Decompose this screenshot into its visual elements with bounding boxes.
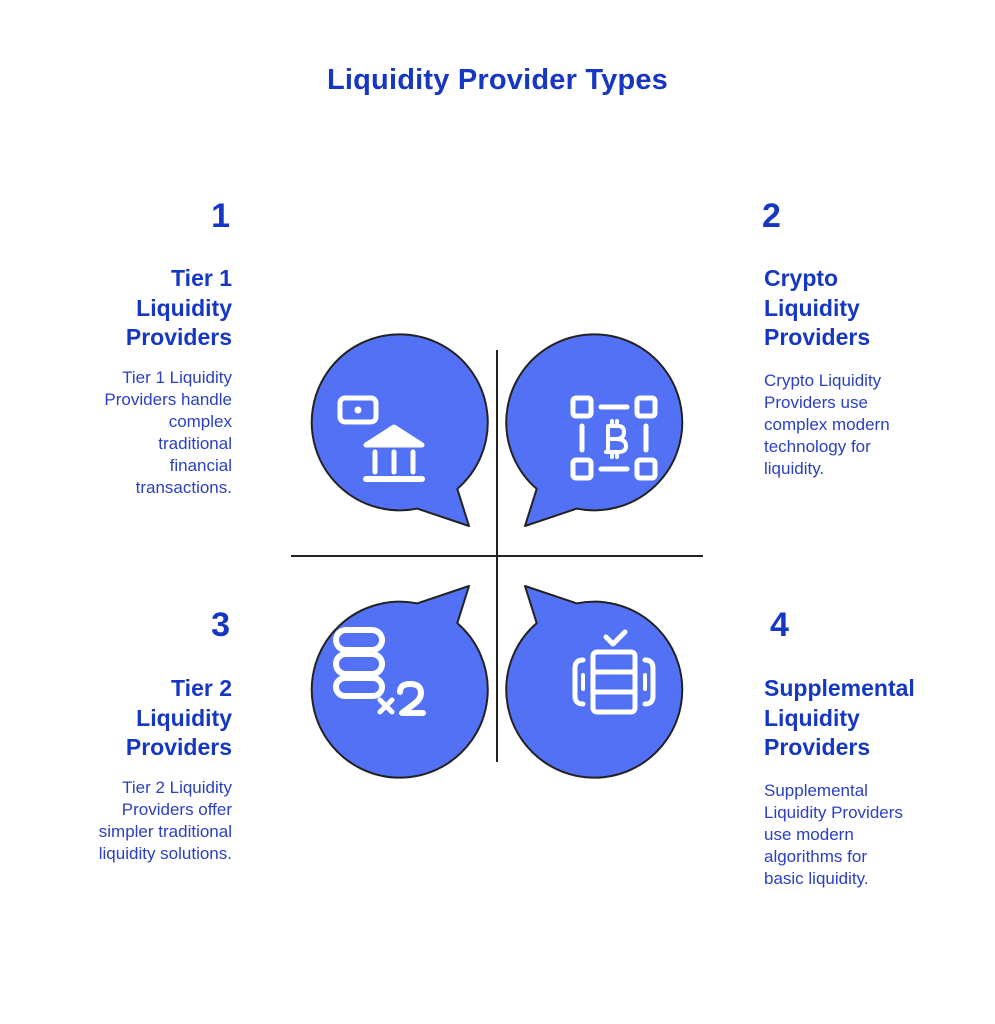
chip-check-icon xyxy=(572,629,656,715)
item-3-heading-line: Providers xyxy=(125,734,232,760)
item-1-description-line: traditional xyxy=(158,434,232,453)
item-4-description-line: algorithms for xyxy=(764,847,867,866)
item-4-description-line: Supplemental xyxy=(764,781,868,800)
page-title: Liquidity Provider Types xyxy=(326,64,669,96)
item-1-heading-line: Tier 1 xyxy=(171,265,232,291)
item-3-heading-line: Tier 2 xyxy=(171,675,232,701)
bubble-1 xyxy=(310,333,489,527)
item-3-heading-line: Liquidity xyxy=(136,704,232,731)
item-2-description: Crypto Liquidity Providers use complex m… xyxy=(764,370,984,480)
item-3-description-line: liquidity solutions. xyxy=(98,844,232,863)
item-3-description: Tier 2 Liquidity Providers offer simpler… xyxy=(20,777,232,865)
item-3-description-line: Tier 2 Liquidity xyxy=(122,778,232,797)
item-4-heading-line: Supplemental xyxy=(764,675,915,701)
coin-stack-x2-icon xyxy=(333,627,426,716)
item-4-description: Supplemental Liquidity Providers use mod… xyxy=(764,780,989,890)
item-2-description-line: liquidity. xyxy=(764,459,825,478)
item-4-heading-line: Providers xyxy=(764,734,871,760)
item-2-description-line: Crypto Liquidity xyxy=(764,371,882,390)
item-1-description-line: transactions. xyxy=(135,478,232,497)
item-3-number: 3 xyxy=(211,606,230,644)
item-3-heading: Tier 2 Liquidity Providers xyxy=(40,674,232,763)
bank-money-icon xyxy=(337,395,425,482)
item-4-description-line: Liquidity Providers xyxy=(764,803,903,822)
bubble-3-shape xyxy=(310,585,489,779)
bubble-2-shape xyxy=(505,333,684,527)
bubble-4 xyxy=(505,585,684,779)
item-4-description-line: basic liquidity. xyxy=(764,869,869,888)
item-2-heading-line: Crypto xyxy=(764,265,839,291)
item-1-description-line: Providers handle xyxy=(104,390,232,409)
item-1-description-line: Tier 1 Liquidity xyxy=(122,368,232,387)
item-4-description-line: use modern xyxy=(764,825,854,844)
item-1-description: Tier 1 Liquidity Providers handle comple… xyxy=(20,367,232,499)
item-2-description-line: complex modern xyxy=(764,415,890,434)
item-1-heading-line: Providers xyxy=(125,324,232,350)
item-2-description-line: Providers use xyxy=(764,393,868,412)
bubble-2 xyxy=(505,333,684,527)
bubble-3 xyxy=(310,585,489,779)
item-1-heading: Tier 1 Liquidity Providers xyxy=(40,264,232,353)
item-4-heading-line: Liquidity xyxy=(764,704,860,731)
item-2-heading: Crypto Liquidity Providers xyxy=(764,264,984,353)
item-1-heading-line: Liquidity xyxy=(136,294,232,321)
item-1-number: 1 xyxy=(211,197,230,235)
item-4-heading: Supplemental Liquidity Providers xyxy=(764,674,989,763)
item-3-description-line: simpler traditional xyxy=(98,822,232,841)
item-3-description-line: Providers offer xyxy=(121,800,232,819)
item-1-description-line: complex xyxy=(168,412,232,431)
item-1-description-line: financial xyxy=(169,456,232,475)
item-2-heading-line: Liquidity xyxy=(764,294,860,321)
item-2-description-line: technology for xyxy=(764,437,871,456)
item-2-number: 2 xyxy=(762,197,781,235)
bitcoin-network-icon xyxy=(570,395,658,481)
item-4-number: 4 xyxy=(770,606,789,644)
item-2-heading-line: Providers xyxy=(764,324,871,350)
